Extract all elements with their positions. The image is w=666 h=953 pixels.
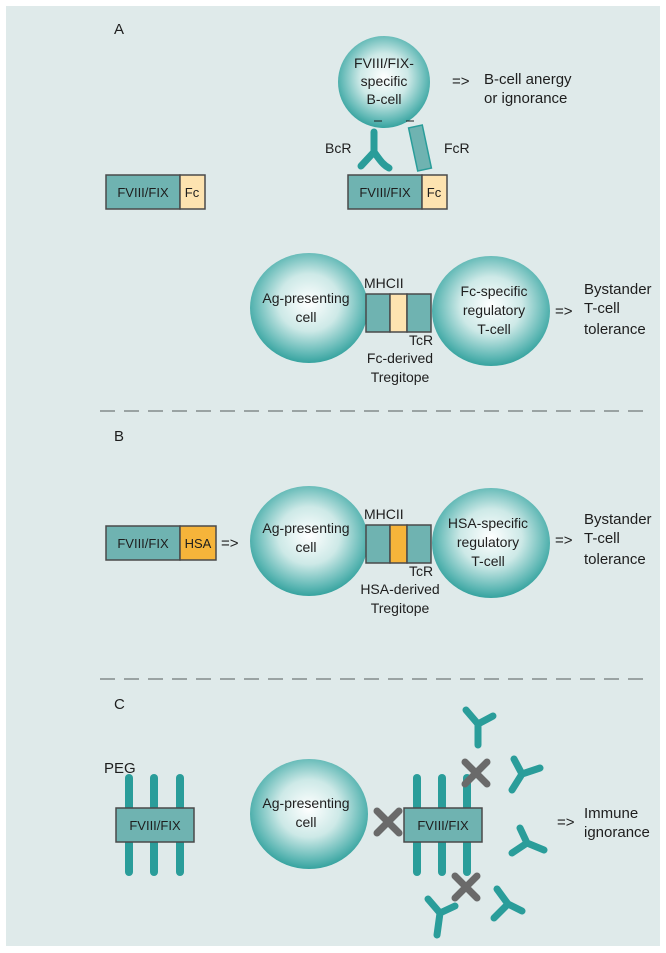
tcr-label: TcR — [409, 332, 433, 348]
treg-label-line1: Fc-specific — [461, 283, 528, 299]
outcome-arrow: => — [555, 303, 573, 320]
tregitope-label-line1: HSA-derived — [360, 581, 439, 597]
tregitope-peptide — [389, 293, 408, 333]
tcr-molecule — [406, 524, 432, 564]
fc-label: Fc — [185, 185, 200, 200]
tcr-molecule — [406, 293, 432, 333]
tregitope-peptide — [389, 524, 408, 564]
b-cell-outcome-line1: B-cell anergy — [484, 71, 572, 88]
fc-domain — [421, 174, 448, 210]
apc-label-line2: cell — [295, 309, 316, 325]
fviii-fix-domain — [105, 174, 181, 210]
hsa-domain — [179, 525, 217, 561]
apc-label-line1: Ag-presenting — [262, 290, 349, 306]
tregitope-label-line2: Tregitope — [371, 600, 430, 616]
b-cell-outcome-arrow: => — [452, 73, 470, 90]
antigen-presenting-cell — [250, 486, 368, 596]
blocked-cross-icon — [373, 807, 403, 837]
blocked-cross-icon — [461, 758, 491, 788]
fviii-fix-label: FVIII/FIX — [117, 185, 169, 200]
tcr-label: TcR — [409, 563, 433, 579]
b-cell-label-line3: B-cell — [366, 91, 401, 107]
outcome-line1: Bystander — [584, 511, 652, 528]
panel-b-molecule: FVIII/FIX HSA — [105, 525, 217, 561]
antibody-icon — [490, 885, 526, 922]
apc-label-line2: cell — [295, 539, 316, 555]
treg-label-line2: regulatory — [463, 302, 525, 318]
fc-domain — [179, 174, 206, 210]
outcome-arrow: => — [555, 532, 573, 549]
apc-label-line1: Ag-presenting — [262, 520, 349, 536]
b-cell-outcome-line2: or ignorance — [484, 90, 567, 107]
regulatory-t-cell — [432, 256, 550, 366]
treg-label-line3: T-cell — [477, 321, 510, 337]
fviii-fix-domain — [347, 174, 423, 210]
outcome-line3: tolerance — [584, 321, 646, 338]
bcr-label: BcR — [325, 140, 351, 156]
antibody-icon — [508, 755, 544, 794]
fcr-receptor — [407, 124, 433, 172]
fviii-fix-label: FVIII/FIX — [129, 818, 181, 833]
panel-c-letter: C — [114, 696, 125, 713]
fcr-label: FcR — [444, 140, 470, 156]
mhcii-label: MHCII — [364, 275, 404, 291]
outcome-line2: ignorance — [584, 824, 650, 841]
outcome-line1: Bystander — [584, 281, 652, 298]
tregitope-label-line2: Tregitope — [371, 369, 430, 385]
outcome-arrow: => — [557, 814, 575, 831]
apc-label-line1: Ag-presenting — [262, 795, 349, 811]
antigen-presenting-cell — [250, 759, 368, 869]
treg-label-line2: regulatory — [457, 534, 519, 550]
panel-a-bound-molecule: FVIII/FIX Fc — [347, 174, 448, 210]
b-cell-label-line1: FVIII/FIX- — [354, 55, 414, 71]
blocked-cross-icon — [451, 872, 481, 902]
panel-a-letter: A — [114, 21, 124, 38]
fviii-fix-domain — [403, 807, 483, 843]
fviii-fix-domain — [105, 525, 181, 561]
fviii-fix-label: FVIII/FIX — [359, 185, 411, 200]
panel-a-free-molecule: FVIII/FIX Fc — [105, 174, 206, 210]
peg-label: PEG — [104, 760, 136, 777]
regulatory-t-cell — [432, 488, 550, 598]
apc-label-line2: cell — [295, 814, 316, 830]
b-cell — [338, 36, 430, 128]
treg-label-line1: HSA-specific — [448, 515, 528, 531]
hsa-label: HSA — [185, 536, 212, 551]
outcome-line2: T-cell — [584, 530, 620, 547]
mhcii-molecule — [365, 524, 391, 564]
mhcii-label: MHCII — [364, 506, 404, 522]
molecule-to-apc-arrow: => — [221, 535, 239, 552]
fviii-fix-label: FVIII/FIX — [117, 536, 169, 551]
bcr-receptor — [357, 128, 393, 172]
pegylated-molecule: FVIII/FIX — [403, 774, 483, 876]
tregitope-label-line1: Fc-derived — [367, 350, 433, 366]
antibody-icon — [424, 895, 459, 939]
panel-b-letter: B — [114, 428, 124, 445]
outcome-line3: tolerance — [584, 551, 646, 568]
mhcii-molecule — [365, 293, 391, 333]
antibody-icon — [462, 706, 497, 749]
fviii-fix-domain — [115, 807, 195, 843]
antibody-icon — [508, 824, 548, 857]
fc-label: Fc — [427, 185, 442, 200]
outcome-line1: Immune — [584, 805, 638, 822]
b-cell-label-line2: specific — [361, 73, 408, 89]
outcome-line2: T-cell — [584, 300, 620, 317]
pegylated-molecule: FVIII/FIX — [115, 774, 195, 876]
treg-label-line3: T-cell — [471, 553, 504, 569]
antigen-presenting-cell — [250, 253, 368, 363]
fviii-fix-label: FVIII/FIX — [417, 818, 469, 833]
